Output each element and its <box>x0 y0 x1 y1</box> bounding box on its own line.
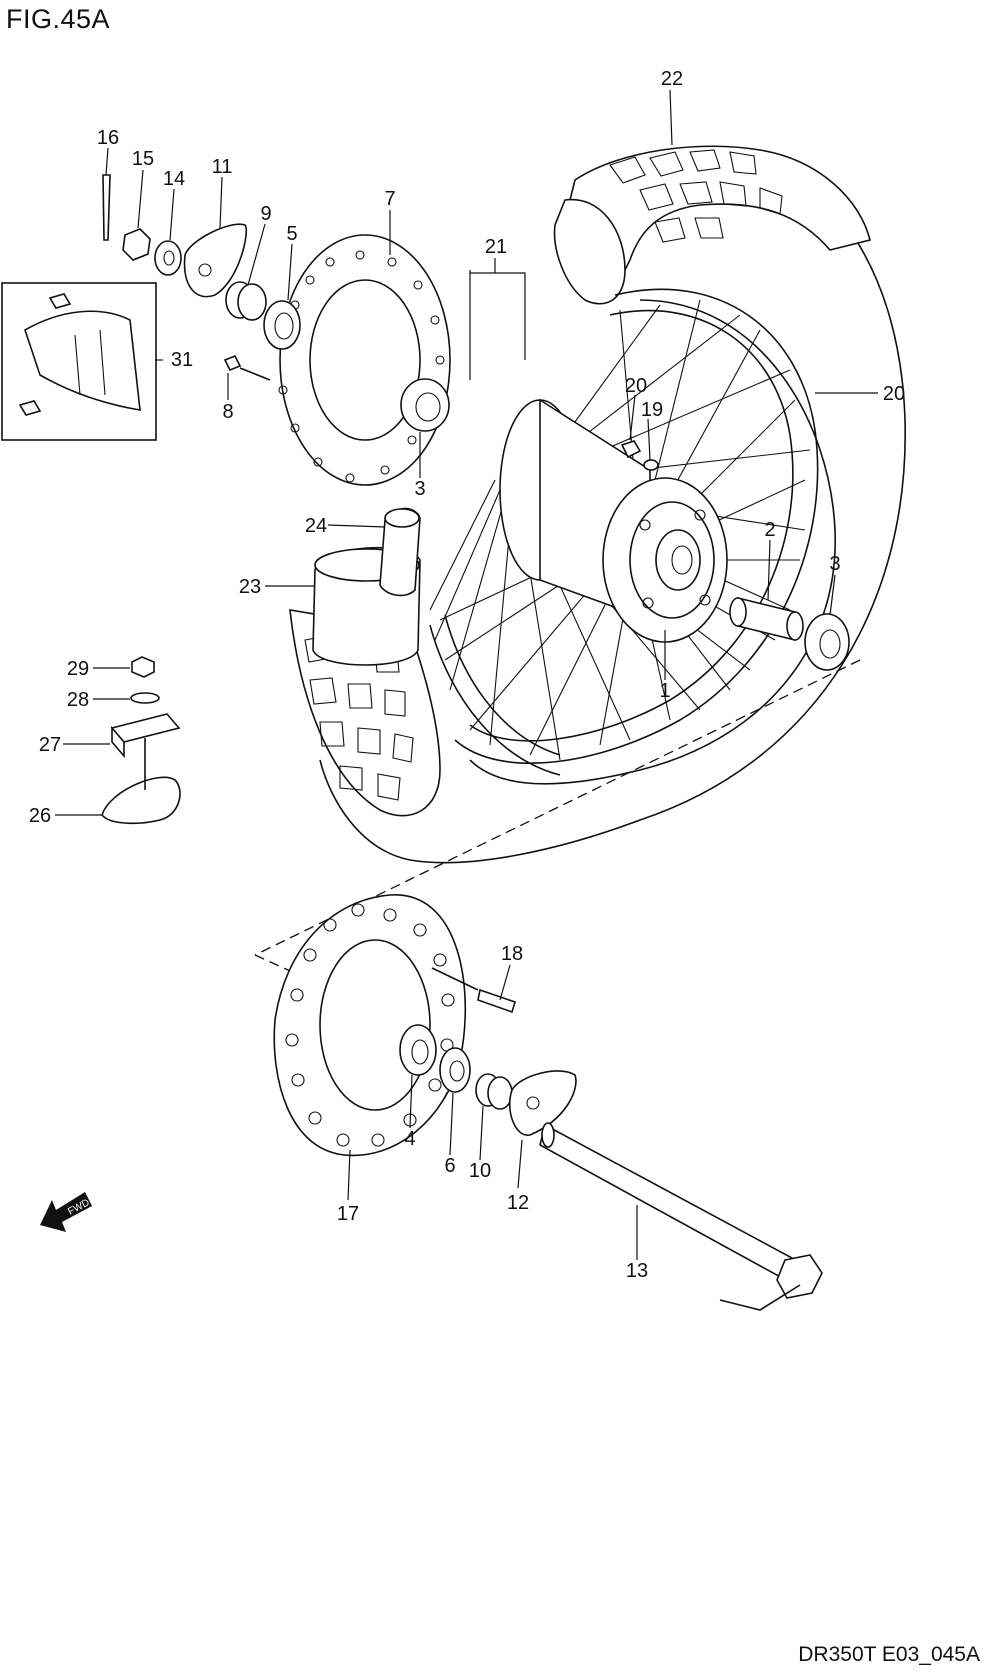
callout-20: 20 <box>625 375 647 397</box>
callout-21: 20 <box>883 383 905 405</box>
sprocket-bolt <box>431 967 516 1014</box>
oil-seal <box>263 300 301 350</box>
callout-22: 21 <box>485 236 507 258</box>
sprocket-bearing <box>399 1024 437 1076</box>
rim-lock-nut <box>131 656 155 678</box>
rim-lock-washer <box>130 692 160 704</box>
callout-1: 1 <box>659 680 670 702</box>
callout-24: 23 <box>239 576 261 598</box>
disc-cover-box <box>1 282 157 441</box>
rear-axle <box>539 1122 823 1311</box>
wheel-bearing-left <box>400 378 450 432</box>
axle-nut <box>122 228 151 261</box>
callout-10: 10 <box>469 1160 491 1182</box>
brake-disc <box>278 234 451 486</box>
tire-tread-bottom <box>289 609 441 817</box>
wheel-bearing-right <box>804 613 850 671</box>
callout-15: 15 <box>132 148 154 170</box>
callout-2: 2 <box>764 519 775 541</box>
tire-tread-top <box>553 145 871 305</box>
callout-labels: 16 15 14 11 9 5 7 31 8 3 21 22 20 19 20 … <box>29 68 905 1282</box>
hub <box>499 398 728 643</box>
callout-25: 24 <box>305 515 327 537</box>
axle-spacer <box>729 596 804 642</box>
callout-5: 5 <box>286 223 297 245</box>
callout-17: 17 <box>337 1203 359 1225</box>
washer <box>154 240 182 276</box>
callout-13: 13 <box>626 1260 648 1282</box>
callout-19: 19 <box>641 399 663 421</box>
chain-adjuster-left <box>183 223 247 298</box>
callout-7: 7 <box>384 188 395 210</box>
callout-4: 4 <box>404 1128 415 1150</box>
callout-9: 9 <box>260 203 271 225</box>
rear-sprocket <box>273 894 467 1157</box>
leader-lines <box>55 89 878 1260</box>
callout-27: 27 <box>39 734 61 756</box>
rim <box>429 288 819 776</box>
forward-badge-text: FWD <box>66 1197 91 1217</box>
rim-lock <box>101 738 181 825</box>
spoke-nipple <box>620 440 659 471</box>
callout-6: 6 <box>444 1155 455 1177</box>
callout-3-right: 3 <box>829 553 840 575</box>
callout-28: 28 <box>67 689 89 711</box>
callout-18: 18 <box>501 943 523 965</box>
spacer <box>225 281 267 321</box>
disc-bolt <box>223 354 271 381</box>
figure-title: FIG.45A <box>6 4 111 34</box>
callout-16: 16 <box>97 127 119 149</box>
chain-adjuster-right <box>508 1070 577 1136</box>
tube-valve <box>379 507 421 597</box>
forward-arrow-icon: FWD <box>40 1192 92 1232</box>
rim-lock-spacer <box>110 713 181 759</box>
sprocket-spacer <box>475 1073 513 1110</box>
callout-23: 22 <box>661 68 683 90</box>
document-code: DR350T E03_045A <box>798 1643 980 1666</box>
callout-29: 29 <box>67 658 89 680</box>
callout-11: 11 <box>212 156 233 178</box>
callout-8: 8 <box>222 401 233 423</box>
cotter-pin <box>102 174 111 241</box>
callout-31: 31 <box>171 349 193 371</box>
callout-3-left: 3 <box>414 478 425 500</box>
callout-12: 12 <box>507 1192 529 1214</box>
sprocket-oil-seal <box>439 1047 471 1093</box>
callout-26: 26 <box>29 805 51 827</box>
callout-14: 14 <box>163 168 185 190</box>
